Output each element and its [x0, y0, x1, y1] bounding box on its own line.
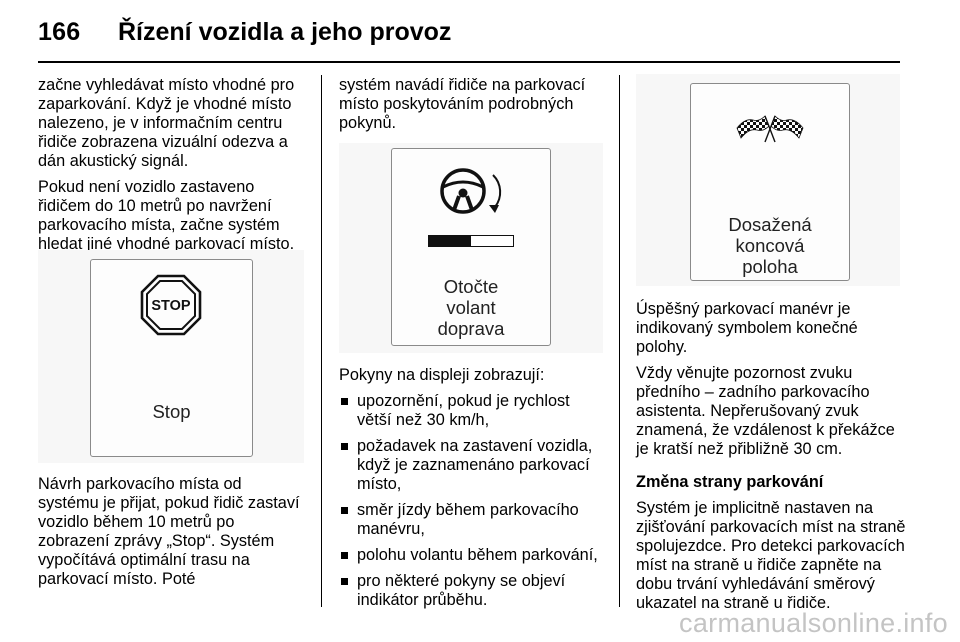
column-1-lower: Návrh parkovacího místa od systému je př…	[38, 475, 306, 596]
paragraph: Návrh parkovacího místa od systému je př…	[38, 475, 300, 588]
figure-turn-wheel: Otočte volant doprava	[339, 143, 603, 353]
display-line: poloha	[742, 256, 798, 277]
page-title: Řízení vozidla a jeho provoz	[118, 18, 452, 46]
paragraph: systém navádí řidiče na parkovací místo …	[339, 76, 586, 132]
display-line: doprava	[437, 318, 505, 339]
paragraph: Úspěšný parkovací manévr je indikovaný s…	[636, 300, 858, 356]
display-line: Dosažená	[728, 214, 812, 235]
display-panel: Dosažená koncová poloha	[690, 83, 850, 281]
paragraph: začne vyhledávat místo vhodné pro zapark…	[38, 76, 295, 170]
page-number: 166	[38, 18, 81, 46]
paragraph: Vždy věnujte pozornost zvuku předního – …	[636, 364, 895, 458]
header-rule	[38, 61, 900, 63]
list-item: pro některé pokyny se objeví indikátor p…	[339, 572, 607, 610]
figure-stop: STOP Stop	[38, 250, 304, 463]
progress-bar	[428, 235, 514, 247]
display-message: Dosažená koncová poloha	[691, 214, 849, 277]
checkered-flags-icon	[736, 115, 804, 143]
column-3: Úspěšný parkovací manévr je indikovaný s…	[636, 300, 906, 620]
list-item: upozornění, pokud je rychlost větší než …	[339, 392, 607, 430]
display-line: volant	[446, 297, 496, 318]
paragraph: Pokyny na displeji zobrazují:	[339, 366, 545, 384]
display-line: koncová	[735, 235, 805, 256]
display-panel: Otočte volant doprava	[391, 148, 551, 346]
paragraph: Pokud není vozidlo zastaveno řidičem do …	[38, 178, 295, 253]
section-heading: Změna strany parkování	[636, 473, 824, 491]
watermark: carmanualsonline.info	[679, 608, 948, 638]
instruction-list: upozornění, pokud je rychlost větší než …	[339, 392, 607, 610]
column-2-lower: Pokyny na displeji zobrazují: upozornění…	[339, 366, 607, 617]
figure-final-position: Dosažená koncová poloha	[636, 74, 900, 286]
progress-fill	[428, 235, 471, 247]
display-line: Otočte	[443, 276, 499, 297]
column-1: začne vyhledávat místo vhodné pro zapark…	[38, 76, 306, 261]
display-message: Stop	[152, 401, 191, 422]
paragraph: Systém je implicitně nastaven na zjišťov…	[636, 499, 906, 612]
column-divider	[619, 75, 620, 607]
display-message: Otočte volant doprava	[392, 276, 550, 339]
list-item: směr jízdy během parkovacího manévru,	[339, 501, 607, 539]
display-panel: STOP Stop	[90, 259, 253, 457]
column-2: systém navádí řidiče na parkovací místo …	[339, 76, 607, 140]
list-item: polohu volantu během parkování,	[339, 546, 607, 565]
list-item: požadavek na zastavení vozidla, když je …	[339, 437, 607, 494]
steering-wheel-icon	[440, 168, 502, 214]
column-divider	[321, 75, 322, 607]
page-header: 166 Řízení vozidla a jeho provoz	[0, 0, 960, 63]
stop-sign-icon: STOP	[140, 274, 202, 336]
stop-sign-text: STOP	[151, 298, 191, 314]
